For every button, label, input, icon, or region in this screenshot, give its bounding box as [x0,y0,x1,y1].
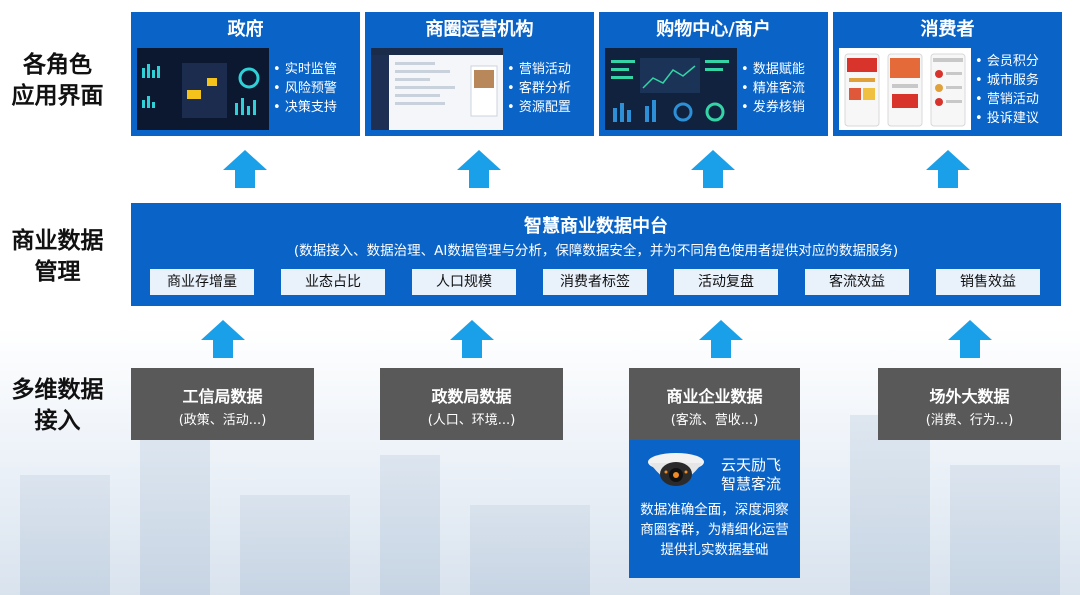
role-consumer: 消费者 会员积分 城市服务 [833,12,1062,136]
platform-tag: 消费者标签 [543,269,647,295]
mobile-screenshots [839,48,971,130]
source-subtitle: (人口、环境...) [427,413,516,428]
bullet: 营销活动 [975,90,1039,109]
bullet: 风险预警 [273,79,337,98]
source-title: 工信局数据 [182,387,263,406]
platform-subtitle: (数据接入、数据治理、AI数据管理与分析，保障数据安全，并为不同角色使用者提供对… [293,243,899,259]
platform-tag: 商业存增量 [150,269,254,295]
source-subtitle: (消费、行为...) [925,413,1014,428]
up-arrow-icon [201,320,245,358]
role-title: 商圈运营机构 [425,19,534,40]
up-arrow-icon [223,150,267,188]
role-bullets: 实时监管 风险预警 决策支持 [273,60,337,117]
background-city [0,385,1080,595]
up-arrow-icon [926,150,970,188]
source-title: 场外大数据 [929,387,1010,406]
role-government: 政府 实时监管 风险预警 决策支持 [131,12,360,136]
role-title: 消费者 [920,19,975,40]
bullet: 城市服务 [975,71,1039,90]
bullet: 实时监管 [273,60,337,79]
dashboard-screenshot [605,48,737,130]
role-title: 购物中心/商户 [656,19,771,40]
platform-tag: 活动复盘 [674,269,778,295]
label-business-data: 商业数据 管理 [11,228,104,285]
role-operator: 商圈运营机构 营销活动 客群分析 资源配置 [365,12,594,136]
label-role-apps: 各角色 应用界面 [11,52,104,109]
source-subtitle: (政策、活动...) [178,413,267,428]
bullet: 精准客流 [741,79,805,98]
label-data-access: 多维数据 接入 [11,377,104,434]
platform-tag: 客流效益 [805,269,909,295]
role-mall-merchant: 购物中心/商户 数据赋能 精准客流 发券核销 [599,12,828,136]
yuntian-description: 数据准确全面，深度洞察商圈客群，为精细化运营提供扎实数据基础 [640,502,789,558]
source-external-bigdata: 场外大数据 (消费、行为...) [878,368,1061,440]
role-bullets: 会员积分 城市服务 营销活动 投诉建议 [975,52,1039,128]
camera-icon [648,453,704,486]
yuntian-smart-traffic: 云天励飞 智慧客流 数据准确全面，深度洞察商圈客群，为精细化运营提供扎实数据基础 [629,440,800,578]
source-subtitle: (客流、营收...) [670,413,759,428]
bullet: 营销活动 [507,60,571,79]
bullet: 投诉建议 [975,109,1039,128]
bullet: 资源配置 [507,98,571,117]
source-title: 政数局数据 [431,387,512,406]
bullet: 客群分析 [507,79,571,98]
up-arrow-icon [457,150,501,188]
platform-tag: 人口规模 [412,269,516,295]
platform-tag: 业态占比 [281,269,385,295]
source-business-enterprise: 商业企业数据 (客流、营收...) [629,368,800,440]
dashboard-screenshot [371,48,503,130]
role-title: 政府 [227,19,264,40]
source-title: 商业企业数据 [666,387,763,406]
bullet: 数据赋能 [741,60,805,79]
role-bullets: 营销活动 客群分析 资源配置 [507,60,571,117]
dashboard-screenshot [137,48,269,130]
platform-title: 智慧商业数据中台 [524,216,668,237]
bullet: 会员积分 [975,52,1039,71]
bullet: 决策支持 [273,98,337,117]
yuntian-name: 云天励飞 智慧客流 [720,456,781,493]
source-data-bureau: 政数局数据 (人口、环境...) [380,368,563,440]
bullet: 发券核销 [741,98,805,117]
data-platform: 智慧商业数据中台 (数据接入、数据治理、AI数据管理与分析，保障数据安全，并为不… [131,203,1061,306]
up-arrow-icon [948,320,992,358]
role-bullets: 数据赋能 精准客流 发券核销 [741,60,805,117]
up-arrow-icon [699,320,743,358]
platform-tag: 销售效益 [936,269,1040,295]
up-arrow-icon [691,150,735,188]
up-arrow-icon [450,320,494,358]
source-industry-bureau: 工信局数据 (政策、活动...) [131,368,314,440]
